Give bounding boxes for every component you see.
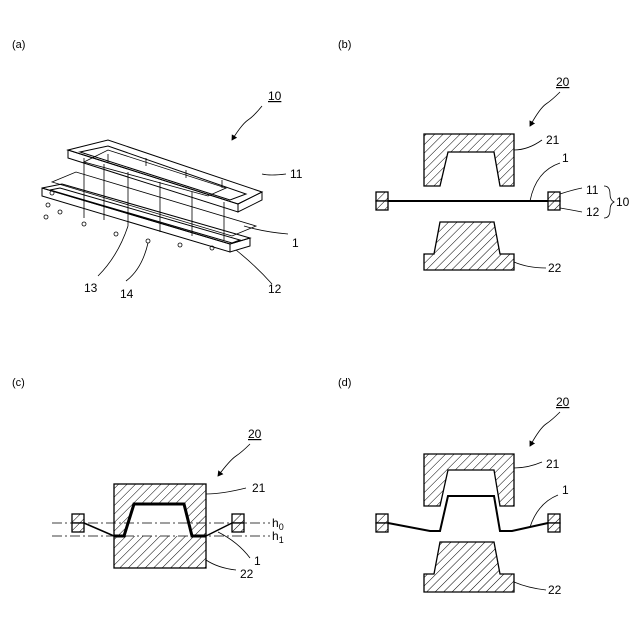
label-1-d: 1 [562, 483, 569, 497]
panel-a: (a) [12, 39, 303, 301]
lower-frame-12 [42, 184, 250, 252]
label-21: 21 [546, 133, 560, 147]
cavity [124, 504, 192, 536]
panel-b-tag: (b) [338, 39, 351, 51]
label-20-c: 20 [248, 427, 262, 441]
label-12-b: 12 [586, 205, 600, 219]
sheet-1-c [84, 523, 114, 536]
label-12: 12 [268, 282, 282, 296]
panel-d: (d) 20 21 1 22 [338, 377, 570, 597]
label-11: 11 [290, 167, 303, 181]
label-11-b: 11 [586, 183, 599, 197]
upper-mold-21 [424, 134, 514, 186]
label-1-c: 1 [254, 554, 261, 568]
panel-c-tag: (c) [12, 377, 25, 389]
panel-d-tag: (d) [338, 377, 351, 389]
label-21-d: 21 [546, 457, 560, 471]
panel-b: (b) 20 21 1 11 12 10 22 [338, 39, 630, 275]
clamp-left-upper [376, 192, 388, 201]
label-10: 10 [268, 89, 282, 103]
label-1-b: 1 [562, 151, 569, 165]
label-22-d: 22 [548, 583, 562, 597]
label-22-b: 22 [548, 261, 562, 275]
label-20: 20 [556, 75, 570, 89]
upper-mold-21-d [424, 454, 514, 506]
label-20-d: 20 [556, 395, 570, 409]
label-1: 1 [292, 236, 299, 250]
label-21-c: 21 [252, 481, 266, 495]
label-22-c: 22 [240, 567, 254, 581]
lower-mold-22-d [424, 542, 514, 592]
clamp-left-lower [376, 201, 388, 210]
lower-mold-22 [424, 222, 514, 270]
label-10-b: 10 [616, 195, 630, 209]
label-13: 13 [84, 281, 98, 295]
panel-c: (c) 20 21 h0 h1 1 22 [12, 377, 284, 581]
clamp-right-upper [548, 192, 560, 201]
label-14: 14 [120, 287, 134, 301]
sheet-1-d [388, 496, 548, 531]
clamp-right-lower [548, 201, 560, 210]
panel-a-tag: (a) [12, 39, 25, 51]
